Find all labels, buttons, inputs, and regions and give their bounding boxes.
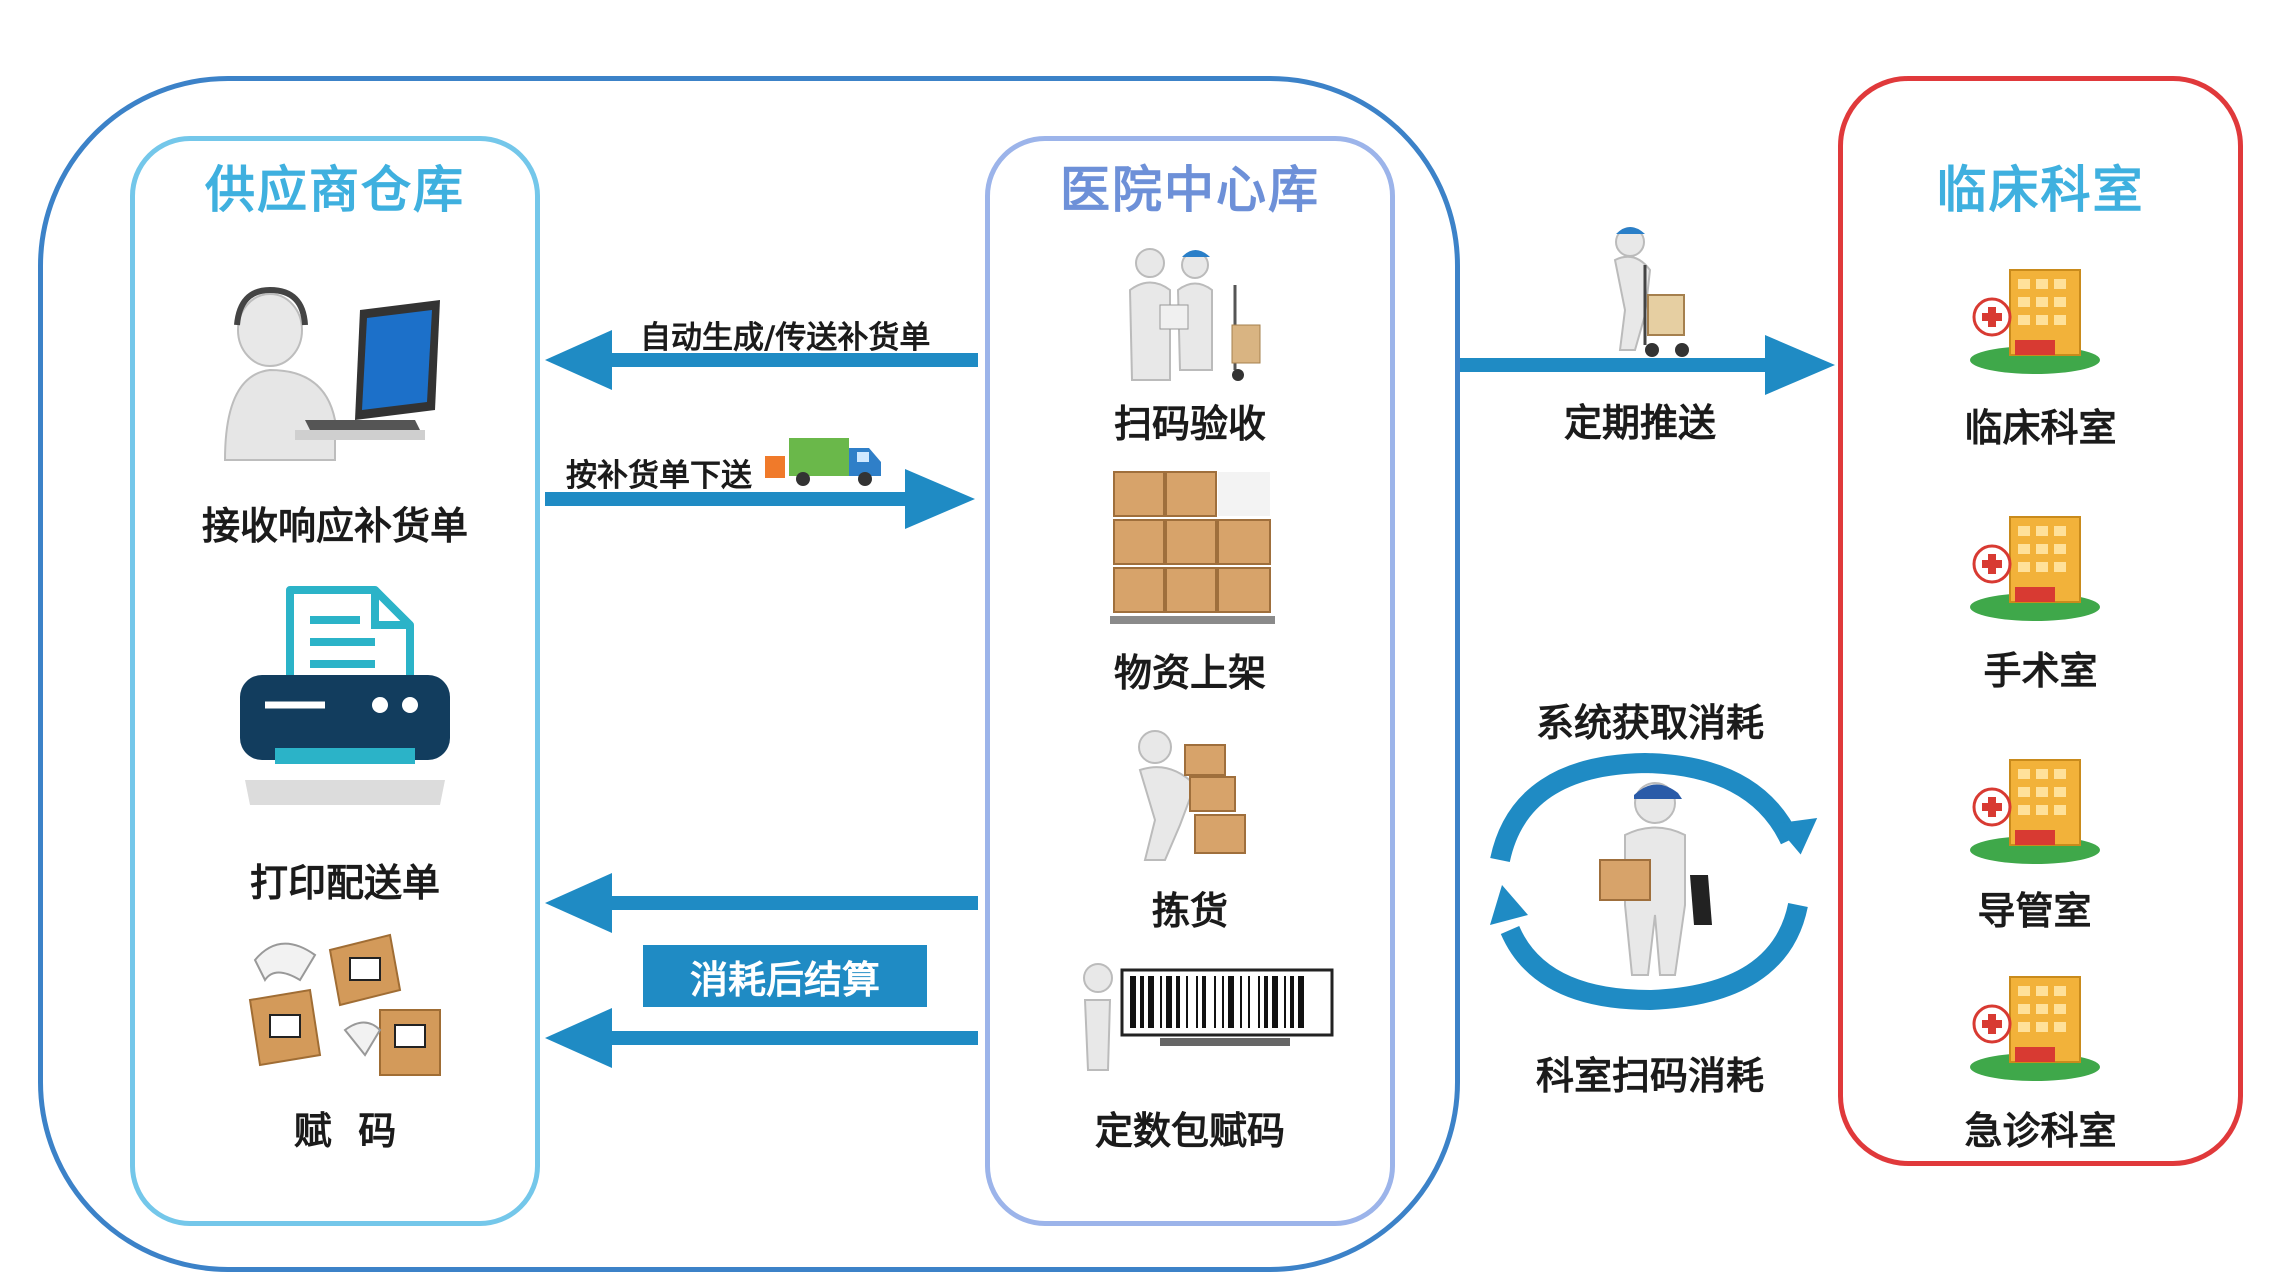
hospital-building-icon: [1970, 759, 2100, 864]
courier-trolley-icon: [1613, 227, 1689, 357]
clinical-item-label: 临床科室: [1964, 406, 2117, 450]
dept-scan-consumption-label: 科室扫码消耗: [1535, 1054, 1764, 1098]
barcode-scanner-boxes-icon: [248, 933, 441, 1076]
supplier-title: 供应商仓库: [205, 161, 465, 219]
hospital-item-label: 扫码验收: [1113, 402, 1266, 446]
supplier-item-label: 接收响应补货单: [201, 504, 468, 548]
deliver-by-order-label: 按补货单下送: [566, 458, 752, 494]
hospital-building-icon: [1970, 976, 2100, 1081]
truck-icon: [765, 438, 881, 486]
regular-push-label: 定期推送: [1563, 401, 1716, 445]
hospital-item-label: 物资上架: [1113, 651, 1266, 695]
consumption-cycle-arrows: [1490, 752, 1818, 1011]
clinical-item-label: 导管室: [1977, 889, 2092, 933]
shelf-boxes-icon: [1110, 471, 1275, 624]
clinical-item-label: 急诊科室: [1964, 1109, 2117, 1153]
hospital-item-label: 定数包赋码: [1094, 1109, 1285, 1153]
settle-after-consume-badge: 消耗后结算: [643, 945, 927, 1007]
supplier-panel: [130, 136, 540, 1226]
printer-icon: [240, 586, 450, 805]
hospital-building-icon: [1970, 269, 2100, 374]
barcode-icon: [1083, 963, 1334, 1071]
hospital-panel: [985, 136, 1395, 1226]
supplier-item-label: 赋 码: [293, 1109, 397, 1153]
hospital-item-label: 拣货: [1151, 889, 1228, 933]
delivery-handover-icon: [1128, 248, 1261, 381]
auto-generate-label: 自动生成/传送补货单: [640, 320, 931, 356]
clinical-title: 临床科室: [1936, 161, 2145, 219]
worker-carrying-boxes-icon: [1138, 730, 1246, 861]
hospital-building-icon: [1970, 516, 2100, 621]
worker-with-scanner-icon: [1599, 782, 1712, 976]
system-get-consumption-label: 系统获取消耗: [1535, 701, 1764, 745]
operator-laptop-icon: [223, 286, 440, 461]
hospital-title: 医院中心库: [1060, 161, 1320, 219]
clinical-panel: [1838, 76, 2243, 1166]
supplier-item-label: 打印配送单: [249, 861, 440, 905]
outer-frame: [38, 76, 1460, 1272]
clinical-item-label: 手术室: [1983, 649, 2098, 693]
